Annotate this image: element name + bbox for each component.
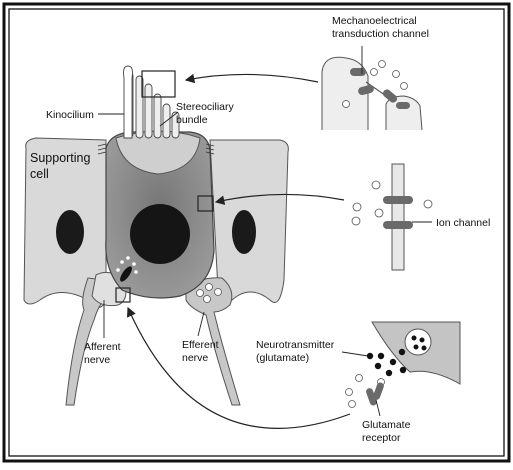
label-ion-channel: Ion channel xyxy=(436,217,490,229)
zoom-box-tip xyxy=(141,70,176,98)
synaptic-vesicle xyxy=(120,260,124,264)
kinocilium xyxy=(123,65,133,139)
zoom-box-membrane xyxy=(197,195,214,212)
label-supporting-line1: Supporting xyxy=(30,151,91,165)
label-efferent-line1: Efferent xyxy=(182,339,219,351)
inset-ion-channel xyxy=(351,163,433,271)
efferent-vesicle xyxy=(205,283,213,291)
label-mechano-line2: transduction channel xyxy=(332,28,429,40)
supporting-cell-left-nucleus xyxy=(56,210,84,254)
tight-junction-left xyxy=(97,143,107,155)
label-afferent-line2: nerve xyxy=(84,354,110,366)
label-glut-line2: receptor xyxy=(362,432,401,444)
label-mechano-line1: Mechanoelectrical xyxy=(332,15,417,27)
label-stereo-line1: Stereociliary xyxy=(176,101,235,113)
label-afferent-line1: Afferent xyxy=(84,341,121,353)
leader-neurotransmitter xyxy=(341,351,369,357)
label-glut-line1: Glutamate xyxy=(362,419,411,431)
synaptic-ribbon xyxy=(120,266,132,282)
leader-stereocilia xyxy=(159,111,179,127)
label-kinocilium: Kinocilium xyxy=(46,109,94,121)
label-neuro-line1: Neurotransmitter xyxy=(256,339,335,351)
leader-glutamate-receptor xyxy=(375,399,381,417)
inset-mechano xyxy=(321,56,423,131)
stereociliary-bundle xyxy=(124,71,180,139)
outer-frame xyxy=(2,2,511,463)
label-neuro-line2: (glutamate) xyxy=(256,352,309,364)
efferent-vesicle xyxy=(214,288,222,296)
label-supporting-line2: cell xyxy=(30,167,49,181)
synaptic-vesicle xyxy=(132,262,136,266)
inset-synapse xyxy=(345,321,461,408)
label-stereo-line2: bundle xyxy=(176,114,208,126)
label-efferent-line2: nerve xyxy=(182,352,208,364)
efferent-nerve xyxy=(185,277,241,406)
hair-cell-nucleus xyxy=(130,204,190,264)
synaptic-vesicle xyxy=(126,256,130,260)
zoom-box-synapse xyxy=(115,287,131,303)
efferent-vesicle xyxy=(203,295,211,303)
tight-junction-right xyxy=(205,143,215,155)
efferent-vesicle xyxy=(196,289,204,297)
inner-frame xyxy=(8,8,505,457)
synaptic-vesicle xyxy=(116,268,120,272)
supporting-cell-right-nucleus xyxy=(232,210,256,254)
leader-efferent xyxy=(197,311,205,337)
synaptic-vesicle xyxy=(134,270,138,274)
arrow-to-synapse-inset xyxy=(127,306,351,429)
arrow-to-mechano-inset xyxy=(184,73,319,84)
arrow-to-ion-inset xyxy=(214,193,345,205)
